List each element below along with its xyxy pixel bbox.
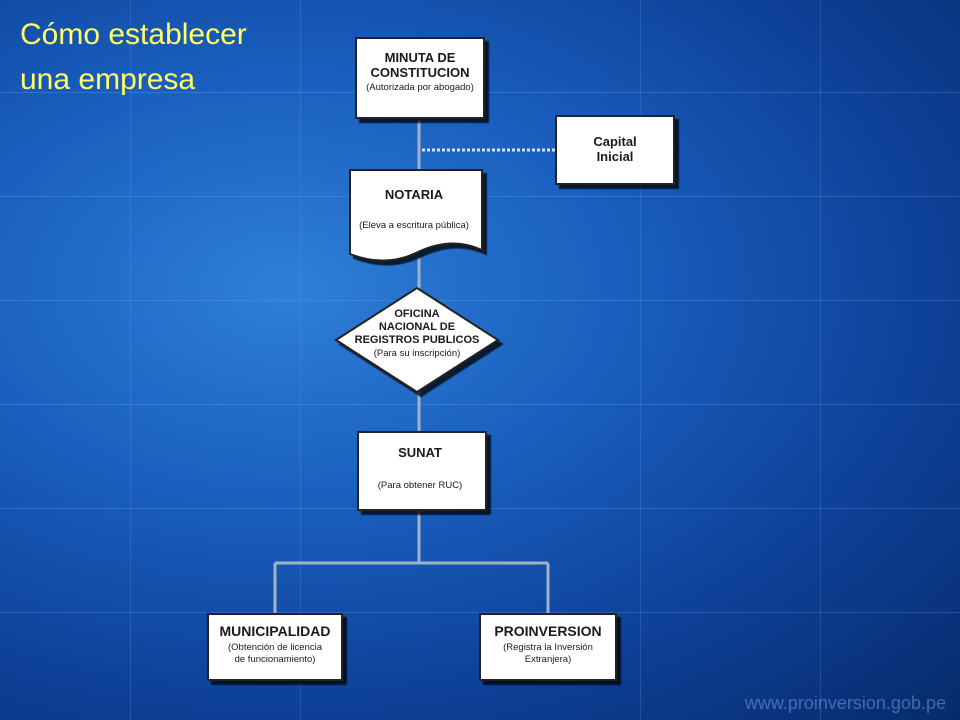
- proinversion-subtitle-2: Extranjera): [525, 654, 571, 665]
- node-notaria: NOTARIA (Eleva a escritura pública): [349, 169, 483, 262]
- node-municipalidad: MUNICIPALIDAD (Obtención de licencia de …: [207, 613, 343, 681]
- node-minuta-constitucion: MINUTA DE CONSTITUCION (Autorizada por a…: [355, 37, 485, 119]
- slide-title-line-2: una empresa: [20, 63, 196, 96]
- grid-line: [820, 0, 821, 720]
- minuta-title-line-1: MINUTA DE: [385, 50, 456, 65]
- oficina-subtitle: (Para su inscripción): [374, 348, 461, 359]
- connectors: [273, 120, 550, 614]
- slide-title-line-1: Cómo establecer: [20, 18, 247, 51]
- grid-line: [640, 0, 641, 720]
- minuta-title-line-2: CONSTITUCION: [371, 65, 470, 80]
- grid-line: [300, 0, 301, 720]
- municipalidad-subtitle-2: de funcionamiento): [235, 654, 316, 665]
- capital-title-line-1: Capital: [593, 134, 636, 149]
- notaria-title: NOTARIA: [385, 187, 444, 202]
- notaria-subtitle: (Eleva a escritura pública): [359, 220, 469, 231]
- node-oficina-registros: OFICINA NACIONAL DE REGISTROS PUBLICOS (…: [334, 286, 500, 394]
- municipalidad-subtitle-1: (Obtención de licencia: [228, 642, 323, 653]
- sunat-title: SUNAT: [398, 445, 442, 460]
- node-proinversion: PROINVERSION (Registra la Inversión Extr…: [479, 613, 617, 681]
- grid-line: [0, 404, 960, 405]
- capital-title-line-2: Inicial: [597, 149, 634, 164]
- proinversion-title: PROINVERSION: [494, 623, 601, 639]
- municipalidad-title: MUNICIPALIDAD: [220, 623, 331, 639]
- website-watermark: www.proinversion.gob.pe: [744, 693, 946, 713]
- grid-line: [0, 612, 960, 613]
- grid-line: [130, 0, 131, 720]
- oficina-line-2: NACIONAL DE: [379, 321, 455, 333]
- minuta-subtitle: (Autorizada por abogado): [366, 82, 474, 93]
- grid-line: [0, 300, 960, 301]
- proinversion-subtitle-1: (Registra la Inversión: [503, 642, 593, 653]
- slide-title: Cómo establecer una empresa: [20, 12, 247, 102]
- oficina-line-3: REGISTROS PUBLICOS: [355, 334, 480, 346]
- sunat-subtitle: (Para obtener RUC): [378, 480, 462, 491]
- node-capital-inicial: Capital Inicial: [555, 115, 675, 185]
- node-sunat: SUNAT (Para obtener RUC): [357, 431, 487, 511]
- oficina-line-1: OFICINA: [394, 308, 439, 320]
